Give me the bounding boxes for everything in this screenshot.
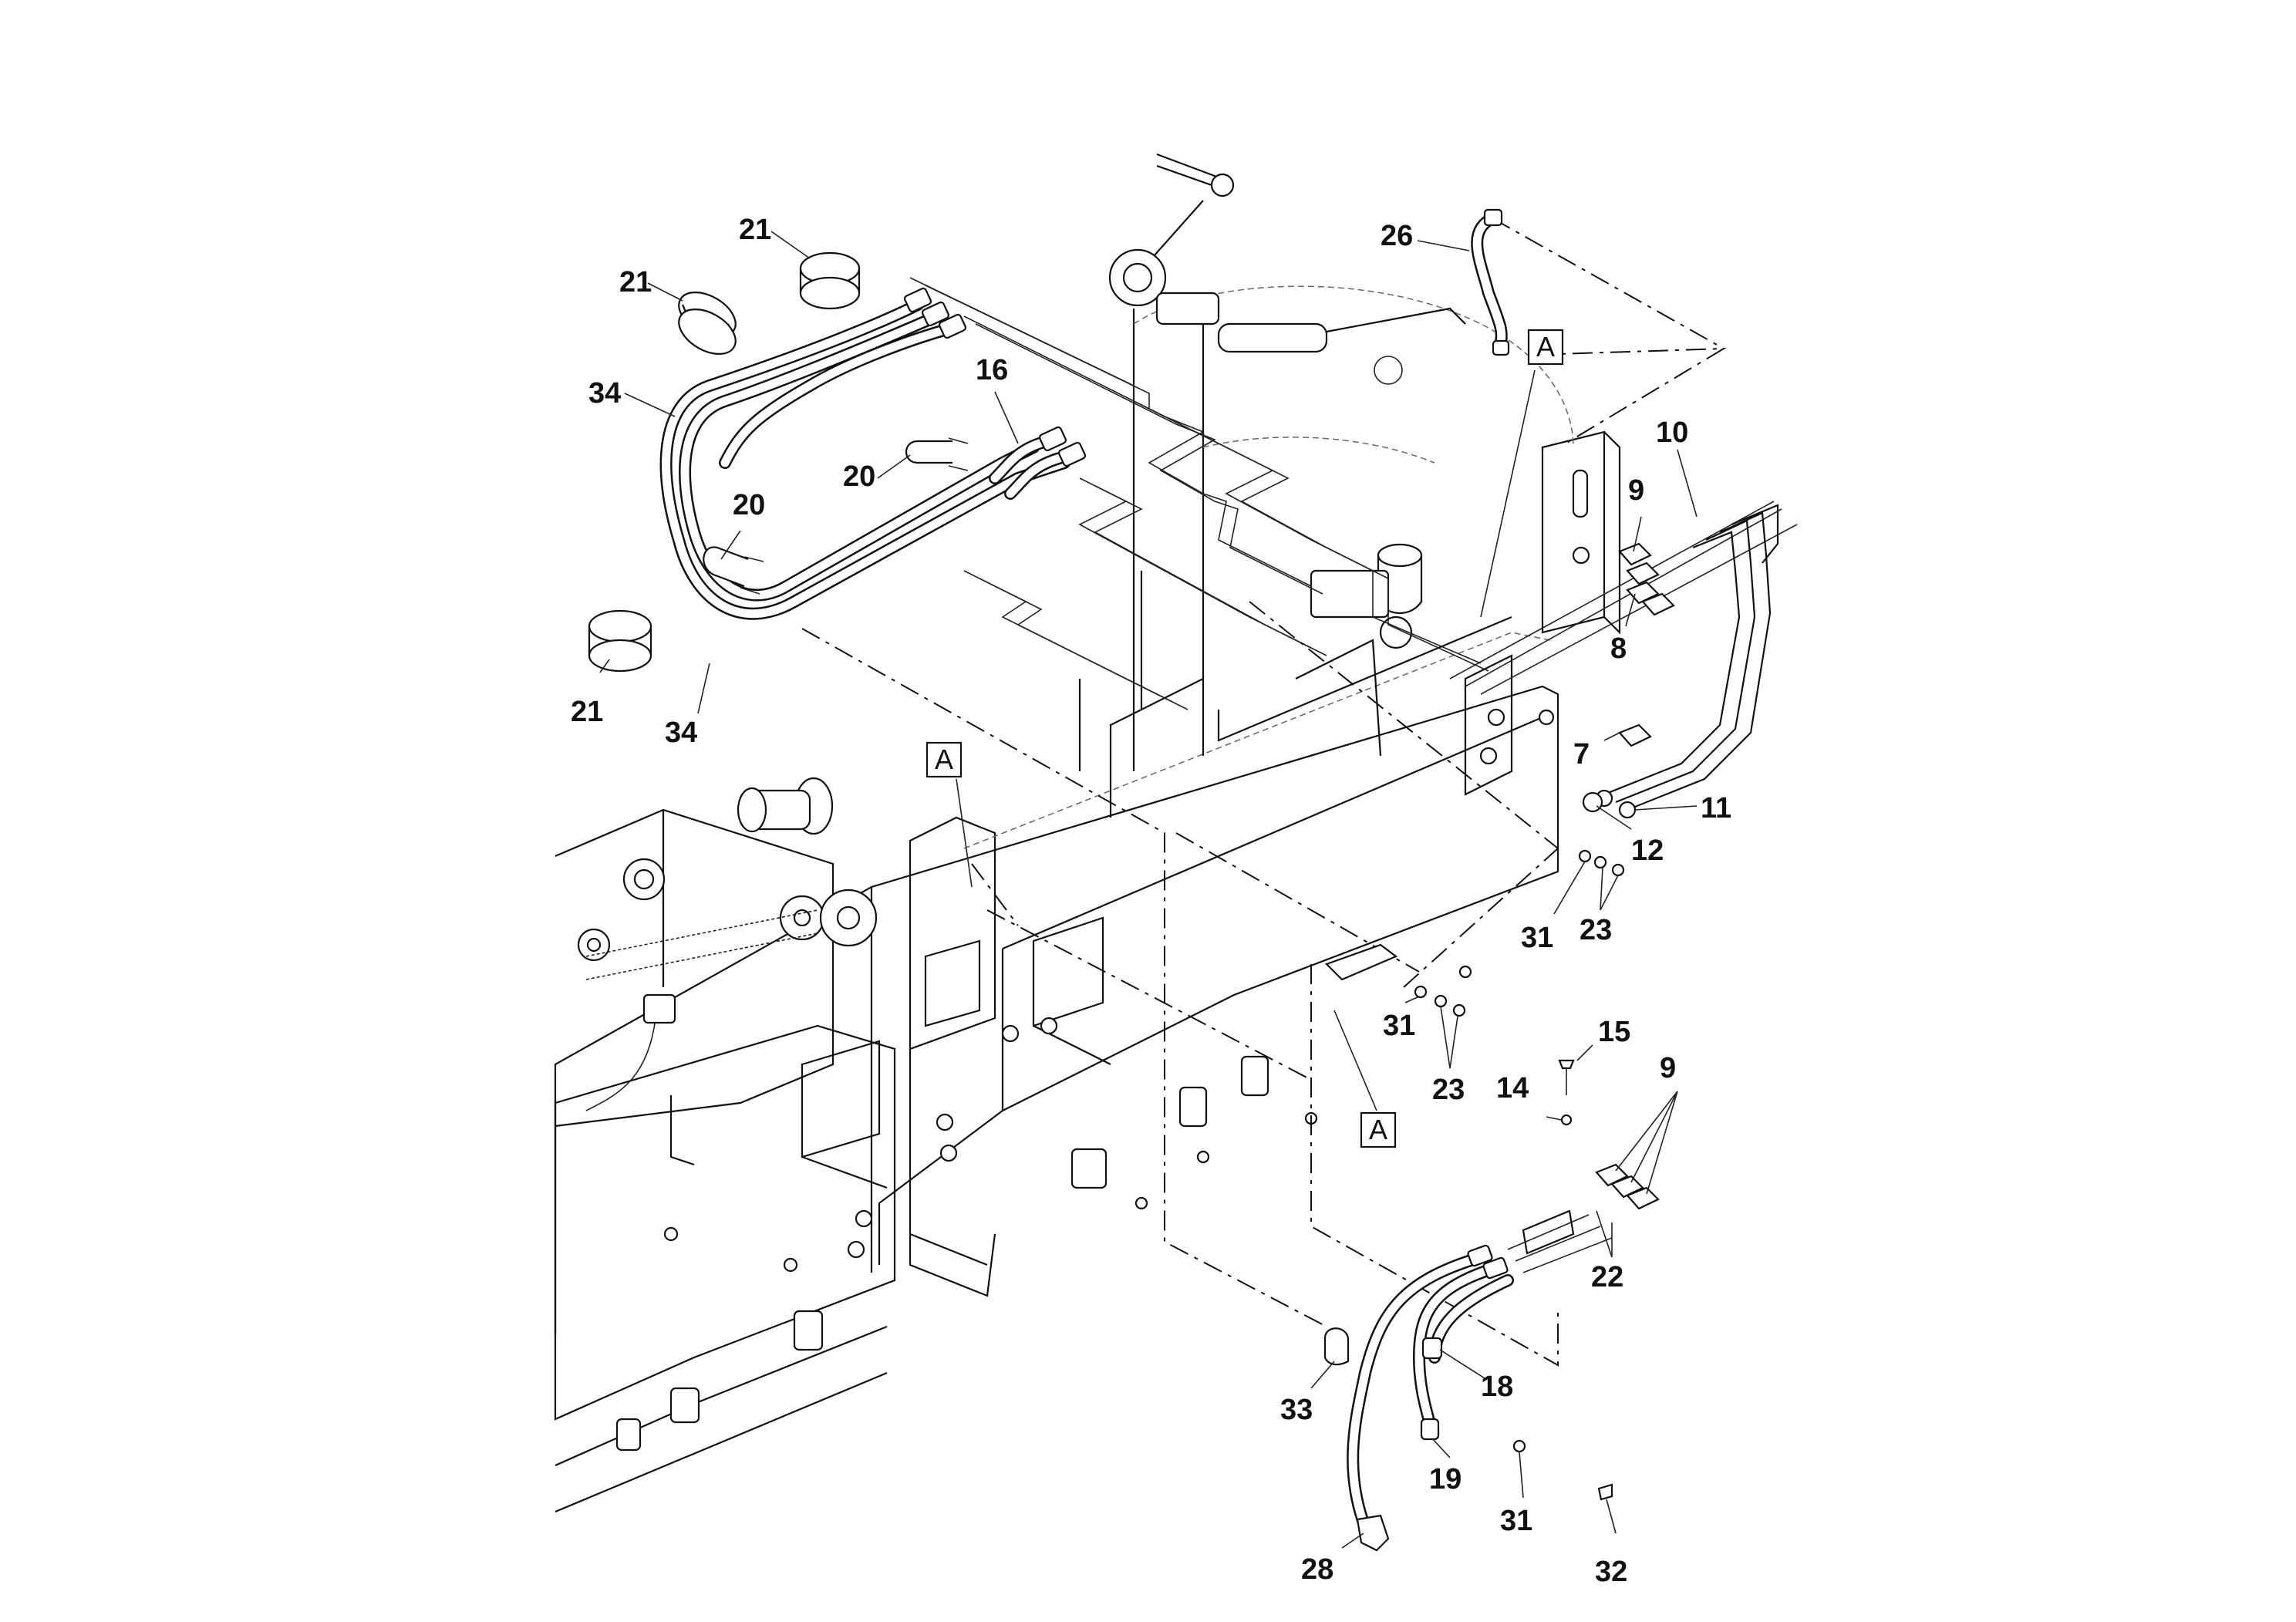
svg-text:A: A — [1536, 331, 1555, 363]
callout-31: 31 — [1383, 1010, 1415, 1042]
pto-motor-left — [737, 777, 834, 835]
leader-a-upper — [1480, 369, 1536, 618]
callout-34: 34 — [588, 377, 621, 410]
clamp-21-b — [799, 251, 861, 310]
hose-16 — [989, 426, 1087, 500]
u-bolt-20-b — [703, 546, 764, 595]
bracket-clip — [1324, 943, 1398, 981]
u-bolt-20-a — [905, 437, 969, 471]
callout-leaders — [599, 231, 1698, 1549]
fitting-7 — [1618, 723, 1652, 747]
reference-box-a-middle: A — [925, 741, 963, 778]
gearbox-upper — [1108, 248, 1466, 353]
hose-26 — [1471, 208, 1510, 356]
callout-20: 20 — [843, 460, 875, 493]
svg-text:A: A — [935, 744, 953, 775]
nut-14 — [1560, 1114, 1573, 1126]
callout-21: 21 — [571, 696, 603, 728]
bolt-23-a — [1593, 855, 1625, 877]
callout-11: 11 — [1701, 792, 1731, 824]
callout-20: 20 — [733, 489, 765, 521]
reference-box-a-upper: A — [1527, 329, 1564, 366]
callout-18: 18 — [1481, 1371, 1513, 1403]
callout-21: 21 — [739, 214, 771, 246]
callout-14: 14 — [1496, 1072, 1529, 1104]
leader-a-lower — [1333, 1010, 1377, 1111]
callout-15: 15 — [1598, 1016, 1630, 1048]
callout-21: 21 — [619, 266, 652, 298]
callout-9: 9 — [1628, 474, 1644, 507]
callout-22: 22 — [1591, 1261, 1623, 1293]
fitting-18 — [1421, 1337, 1443, 1360]
reference-box-a-lower: A — [1360, 1111, 1397, 1148]
washer-31-b — [1414, 985, 1428, 999]
hydraulic-motor — [1310, 543, 1423, 649]
callout-31: 31 — [1521, 922, 1553, 954]
callout-16: 16 — [976, 354, 1008, 386]
rigid-lines-10-11 — [1595, 504, 1779, 819]
leader-a-middle — [956, 778, 973, 888]
fitting-8 — [1626, 581, 1675, 616]
callout-23: 23 — [1580, 914, 1612, 946]
fitting-12 — [1582, 791, 1603, 813]
fitting-19 — [1420, 1418, 1440, 1441]
grommet-33 — [1323, 1327, 1350, 1366]
callout-numbers: 21 21 21 34 34 16 20 20 26 10 9 8 7 11 1… — [571, 214, 1731, 1588]
callout-23: 23 — [1432, 1074, 1465, 1106]
callout-31: 31 — [1500, 1505, 1532, 1537]
callout-7: 7 — [1573, 738, 1590, 771]
bolt-15 — [1558, 1059, 1575, 1095]
assembly-leader-lines — [801, 218, 1727, 1367]
elbow-28 — [1356, 1514, 1390, 1552]
callout-10: 10 — [1656, 416, 1688, 449]
hose-34 — [659, 287, 1070, 620]
fitting-9-upper — [1618, 542, 1660, 585]
washer-31-a — [1578, 849, 1592, 863]
washer-31-c — [1512, 1439, 1526, 1453]
callout-9: 9 — [1660, 1052, 1676, 1084]
callout-19: 19 — [1429, 1463, 1462, 1496]
callout-8: 8 — [1610, 632, 1627, 665]
callout-32: 32 — [1595, 1556, 1627, 1588]
fitting-9-lower — [1595, 1163, 1660, 1210]
machine-frame — [554, 153, 1621, 1513]
svg-text:A: A — [1369, 1114, 1387, 1145]
clamp-21-a — [678, 292, 737, 355]
callout-28: 28 — [1301, 1553, 1333, 1586]
callout-12: 12 — [1631, 835, 1664, 867]
clamp-21-c — [588, 609, 652, 673]
callout-34: 34 — [665, 717, 697, 749]
hose-routing-guides — [909, 277, 1798, 710]
bolt-32 — [1597, 1483, 1613, 1501]
bolt-23-b — [1434, 994, 1466, 1017]
callout-26: 26 — [1381, 220, 1413, 252]
callout-33: 33 — [1280, 1394, 1313, 1426]
